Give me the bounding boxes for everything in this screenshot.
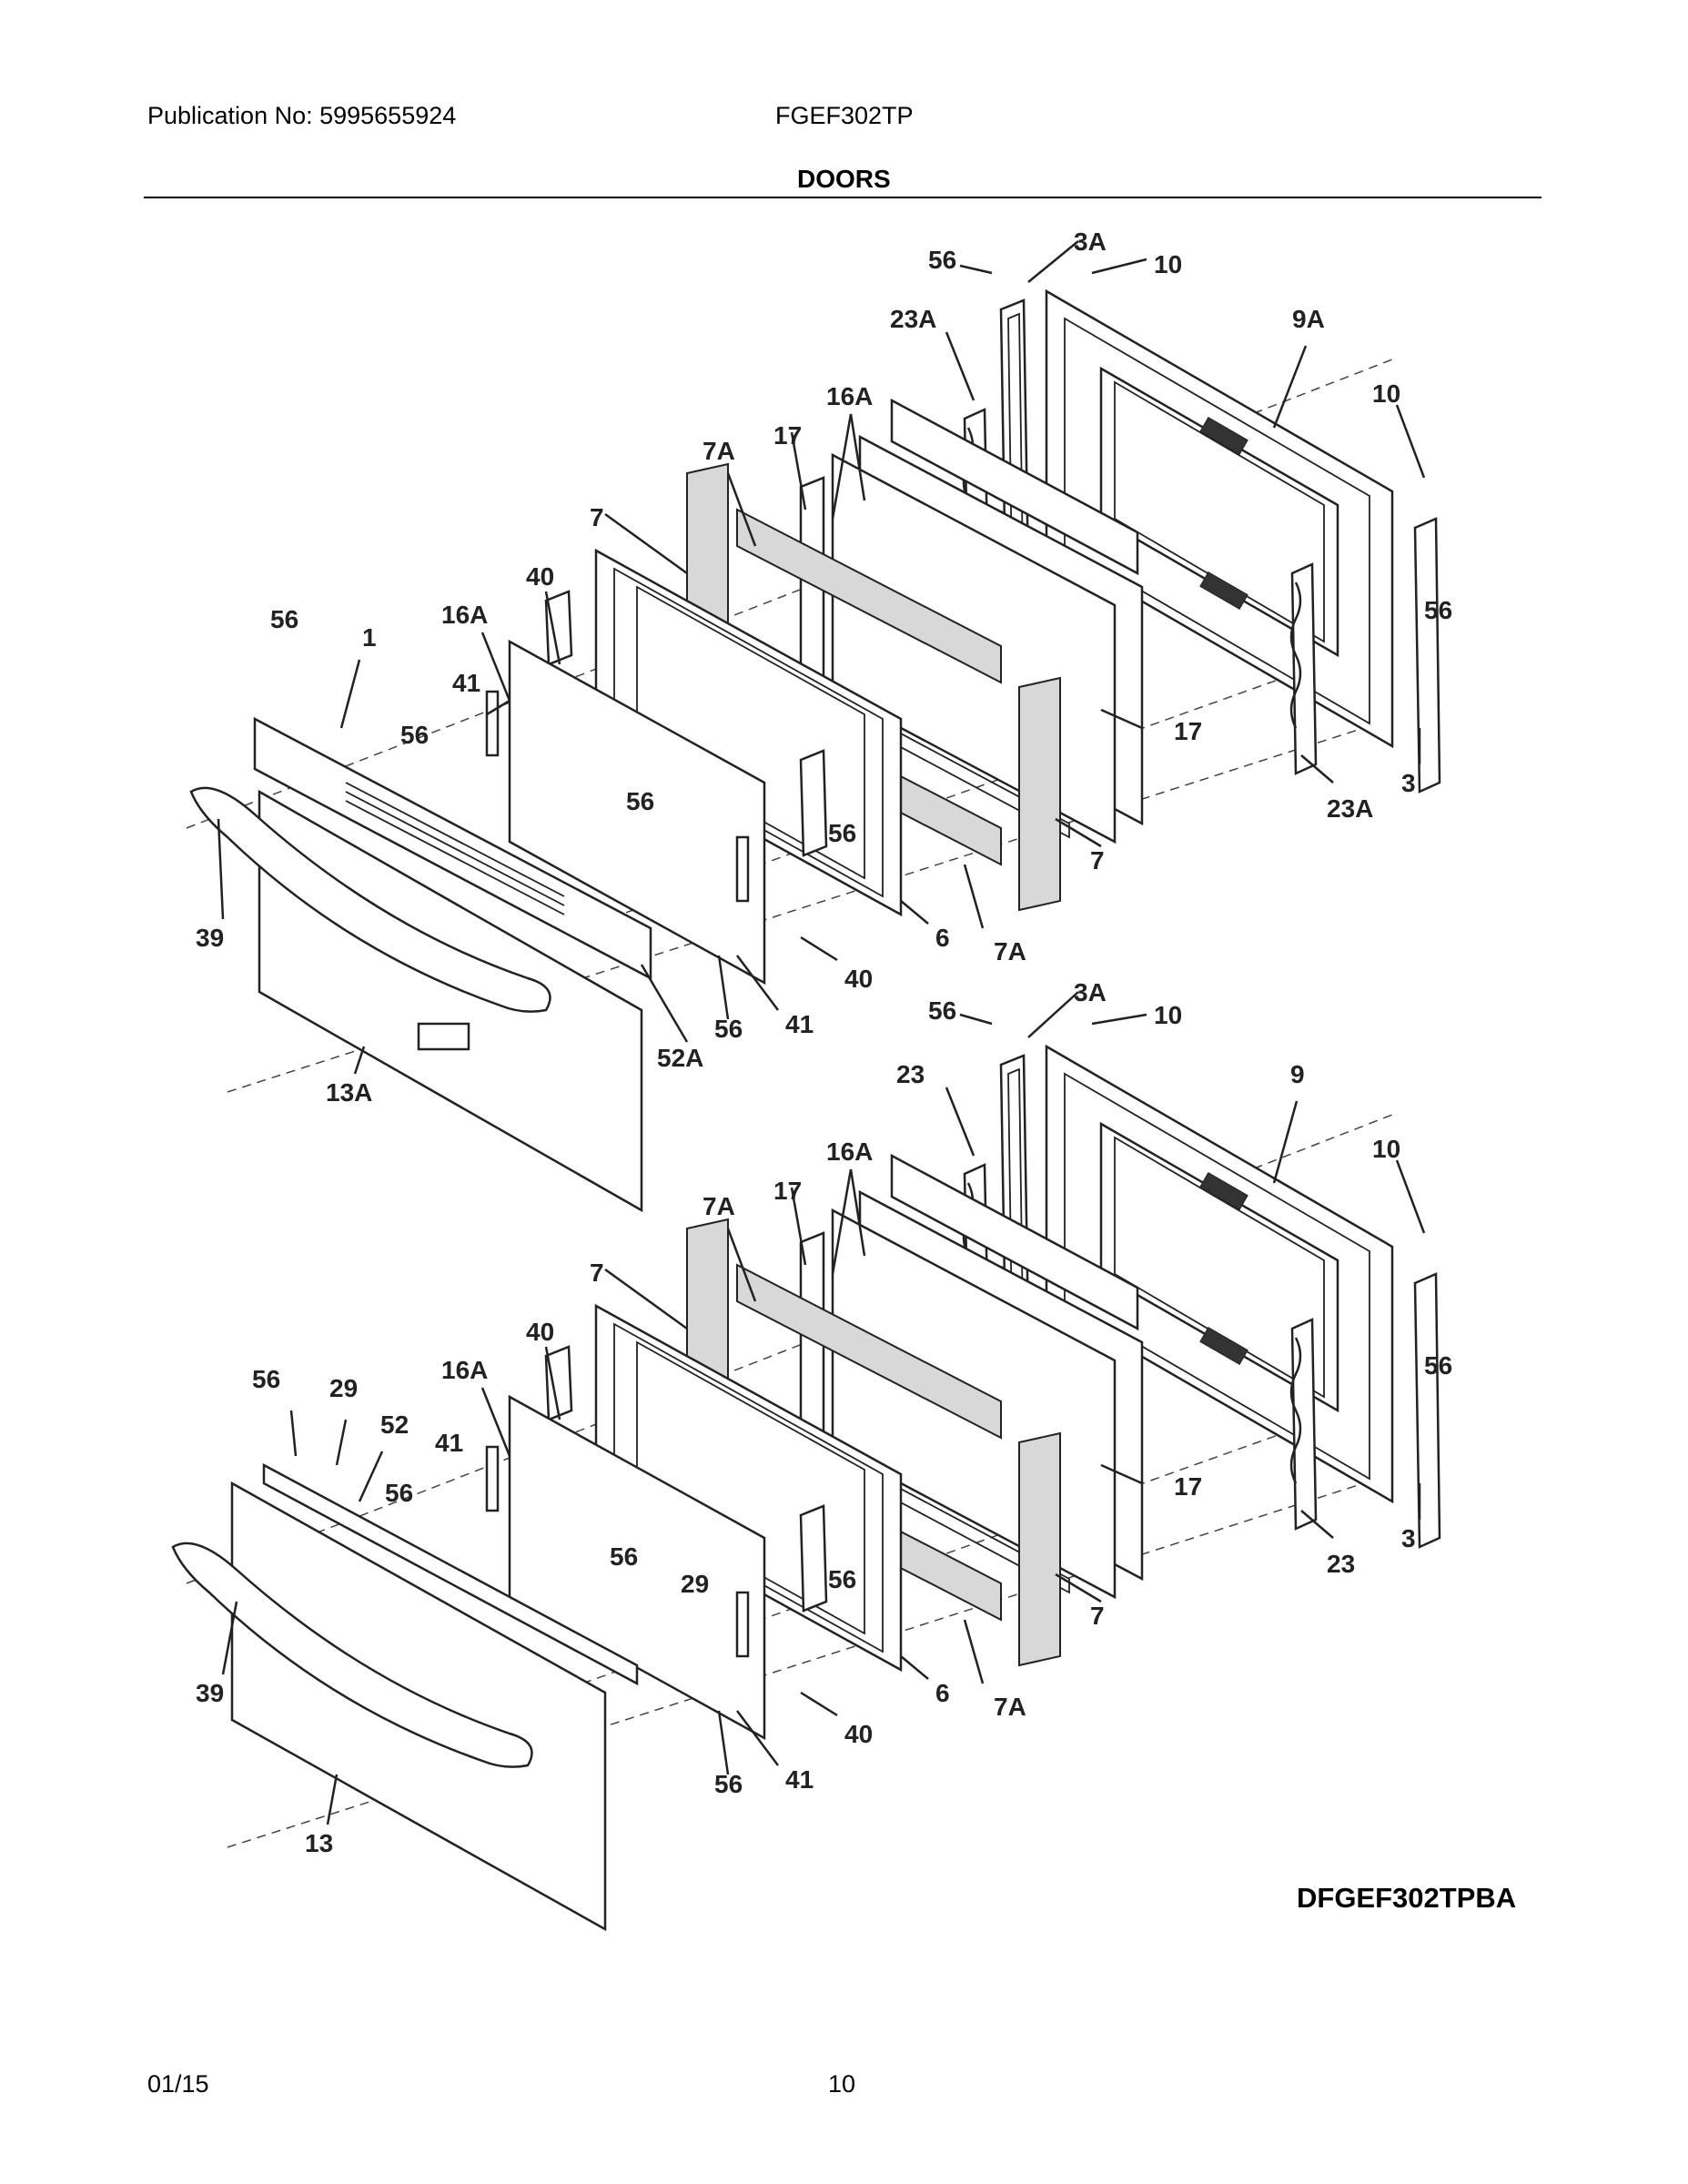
diagram-code: DFGEF302TPBA — [1297, 1882, 1517, 1914]
callout: 56 — [400, 721, 429, 749]
callout: 52A — [657, 1044, 703, 1072]
callout: 1 — [362, 623, 377, 652]
callout: 16A — [441, 1356, 488, 1384]
callout: 41 — [785, 1010, 814, 1038]
callout: 40 — [526, 1318, 554, 1346]
callout: 56 — [1424, 1351, 1452, 1380]
upper-door-assembly — [185, 289, 1441, 1213]
callout: 7A — [994, 937, 1026, 966]
bracket-52 — [262, 1462, 639, 1686]
callout: 3 — [1401, 1524, 1416, 1552]
callout: 56 — [385, 1479, 413, 1507]
footer-date: 01/15 — [147, 2070, 209, 2098]
callout: 56 — [828, 1565, 856, 1593]
callout: 13 — [305, 1829, 333, 1857]
lower-door-assembly — [171, 1045, 1441, 1932]
callout: 41 — [452, 669, 480, 697]
callout: 6 — [935, 924, 950, 952]
callout: 7 — [1090, 1602, 1105, 1630]
callout: 39 — [196, 1679, 224, 1707]
handle-39 — [189, 786, 551, 1013]
callout: 23A — [1327, 794, 1373, 823]
callout: 23 — [896, 1060, 925, 1088]
callout: 29 — [329, 1374, 358, 1402]
callouts-lower: 56 3A 10 23 9 10 16A 7A 17 7 40 16A 56 2… — [196, 978, 1452, 1857]
callout: 40 — [844, 965, 873, 993]
vent-slots — [345, 782, 565, 915]
callout: 7A — [994, 1693, 1026, 1721]
section-title: DOORS — [797, 165, 891, 193]
page-number: 10 — [828, 2070, 856, 2098]
callout: 10 — [1154, 1001, 1182, 1029]
callout: 3A — [1074, 228, 1107, 256]
callout: 10 — [1372, 379, 1400, 408]
handle-39-lower — [171, 1542, 533, 1768]
callout: 13A — [326, 1078, 372, 1107]
callout: 39 — [196, 924, 224, 952]
publication-number: Publication No: 5995655924 — [147, 102, 457, 129]
callout: 7 — [590, 503, 604, 531]
callout: 56 — [714, 1770, 743, 1798]
callout: 3 — [1401, 769, 1416, 797]
callout: 10 — [1154, 250, 1182, 278]
callout: 7 — [590, 1259, 604, 1287]
leader-lines-lower — [221, 991, 1426, 1825]
callout: 7 — [1090, 846, 1105, 875]
callout: 56 — [714, 1015, 743, 1043]
callout: 9A — [1292, 305, 1325, 333]
callout: 16A — [441, 601, 488, 629]
callout: 41 — [785, 1765, 814, 1794]
callout: 16A — [826, 382, 873, 410]
callout: 17 — [773, 1177, 802, 1205]
callout: 17 — [1174, 1472, 1202, 1501]
callout: 16A — [826, 1138, 873, 1166]
callout: 7A — [702, 437, 735, 465]
badge — [417, 1022, 470, 1051]
callout: 23 — [1327, 1550, 1355, 1578]
leader-lines-upper — [217, 240, 1426, 1075]
callout: 3A — [1074, 978, 1107, 1006]
callout: 56 — [1424, 596, 1452, 624]
callout: 40 — [844, 1720, 873, 1748]
callout: 17 — [1174, 717, 1202, 745]
callout: 56 — [626, 787, 654, 815]
callout: 56 — [252, 1365, 280, 1393]
callout: 29 — [681, 1570, 709, 1598]
callout: 56 — [610, 1542, 638, 1571]
callout: 9 — [1290, 1060, 1305, 1088]
callout: 56 — [928, 246, 956, 274]
callout: 6 — [935, 1679, 950, 1707]
callout: 40 — [526, 562, 554, 591]
callout: 52 — [380, 1410, 409, 1439]
callout: 56 — [828, 819, 856, 847]
callout: 56 — [270, 605, 298, 633]
model-number: FGEF302TP — [775, 102, 914, 129]
callout: 41 — [435, 1429, 463, 1457]
header-rule — [144, 197, 1541, 198]
callouts-upper: 56 3A 10 23A 9A 10 16A 7A 17 7 40 16A 56… — [196, 228, 1452, 1107]
callout: 7A — [702, 1192, 735, 1220]
callout: 17 — [773, 421, 802, 450]
callout: 56 — [928, 996, 956, 1025]
callout: 23A — [890, 305, 936, 333]
callout: 10 — [1372, 1135, 1400, 1163]
